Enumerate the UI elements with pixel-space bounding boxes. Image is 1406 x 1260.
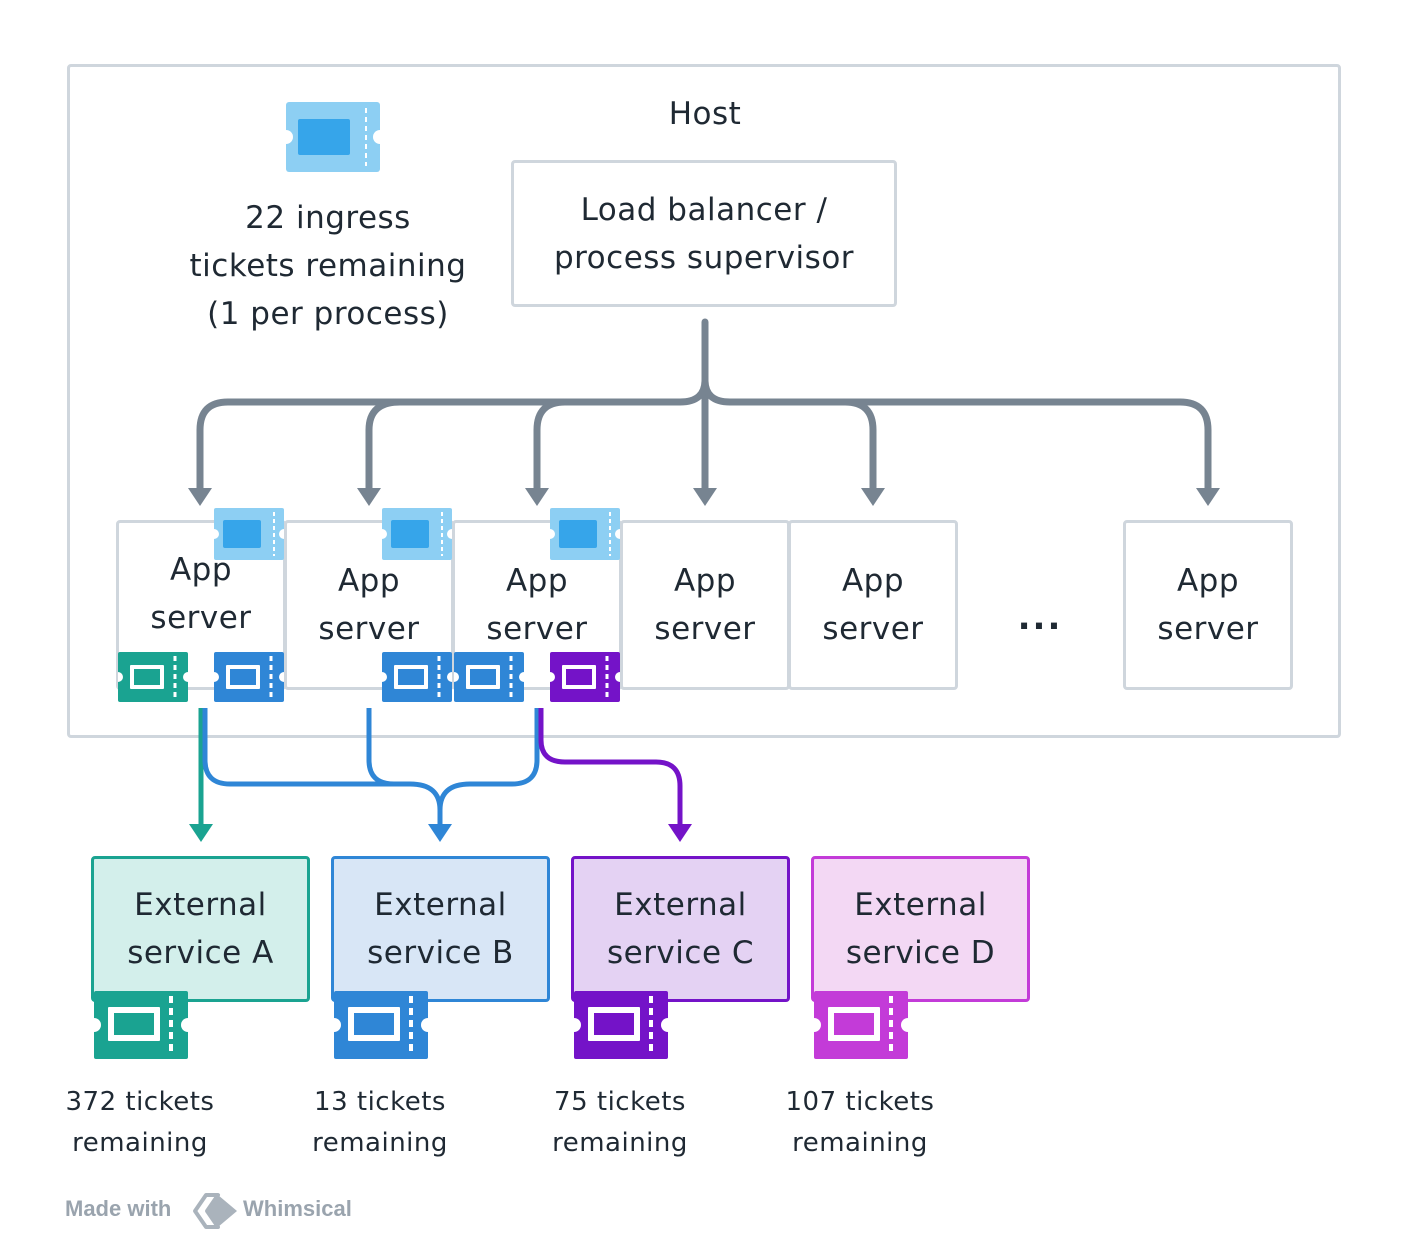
service-b-ticket-icon	[454, 652, 524, 702]
app-server-label: App server	[1157, 563, 1259, 647]
service-label: External service B	[367, 887, 514, 971]
app-server-label: App server	[486, 563, 588, 647]
lb-arrow-3	[533, 398, 569, 496]
service-a-count: 372 tickets remaining	[65, 1087, 215, 1158]
ingress-ticket-icon	[214, 508, 284, 560]
host-title: Host	[668, 96, 742, 132]
lb-arrow-1	[196, 376, 709, 496]
ingress-ticket-icon	[550, 508, 620, 560]
external-service-b: External service B	[331, 856, 550, 1002]
arrow-to-service-b-3	[437, 708, 540, 811]
app-server-5: App server	[788, 520, 958, 690]
ingress-ticket-icon	[382, 508, 452, 560]
service-a-ticket-icon	[118, 652, 188, 702]
arrow-to-service-b-2	[366, 708, 395, 787]
service-b-count: 13 tickets remaining	[312, 1087, 448, 1158]
service-c-count: 75 tickets remaining	[552, 1087, 688, 1158]
lb-arrow-6	[841, 398, 1212, 496]
app-server-label: App server	[654, 563, 756, 647]
service-b-ticket-icon	[334, 991, 428, 1059]
whimsical-logo-icon	[193, 1193, 237, 1229]
lb-arrow-2	[365, 398, 404, 496]
service-a-ticket-icon	[94, 991, 188, 1059]
footer-made-with: Made with	[65, 1196, 172, 1221]
service-label: External service C	[606, 887, 755, 971]
lb-arrow-5	[701, 376, 877, 496]
external-service-a: External service A	[91, 856, 310, 1002]
load-balancer-label: Load balancer / process supervisor	[553, 191, 855, 276]
service-label: External service D	[845, 887, 996, 971]
ingress-ticket-icon	[286, 102, 380, 172]
service-b-ticket-icon	[382, 652, 452, 702]
ellipsis: ...	[1017, 598, 1063, 638]
service-d-ticket-icon	[814, 991, 908, 1059]
service-c-ticket-icon	[550, 652, 620, 702]
service-label: External service A	[127, 887, 274, 971]
arrow-to-service-c	[538, 708, 683, 826]
app-server-label: App server	[318, 563, 420, 647]
footer-brand[interactable]: Whimsical	[243, 1196, 352, 1221]
service-b-ticket-icon	[214, 652, 284, 702]
app-server-6: App server	[1123, 520, 1293, 690]
app-server-4: App server	[620, 520, 790, 690]
service-c-ticket-icon	[574, 991, 668, 1059]
arrow-to-service-b-1	[202, 708, 443, 826]
external-service-d: External service D	[811, 856, 1030, 1002]
service-d-count: 107 tickets remaining	[785, 1087, 935, 1158]
ingress-text: 22 ingress tickets remaining (1 per proc…	[189, 200, 467, 332]
external-service-c: External service C	[571, 856, 790, 1002]
load-balancer-box: Load balancer / process supervisor	[511, 160, 897, 307]
app-server-label: App server	[822, 563, 924, 647]
